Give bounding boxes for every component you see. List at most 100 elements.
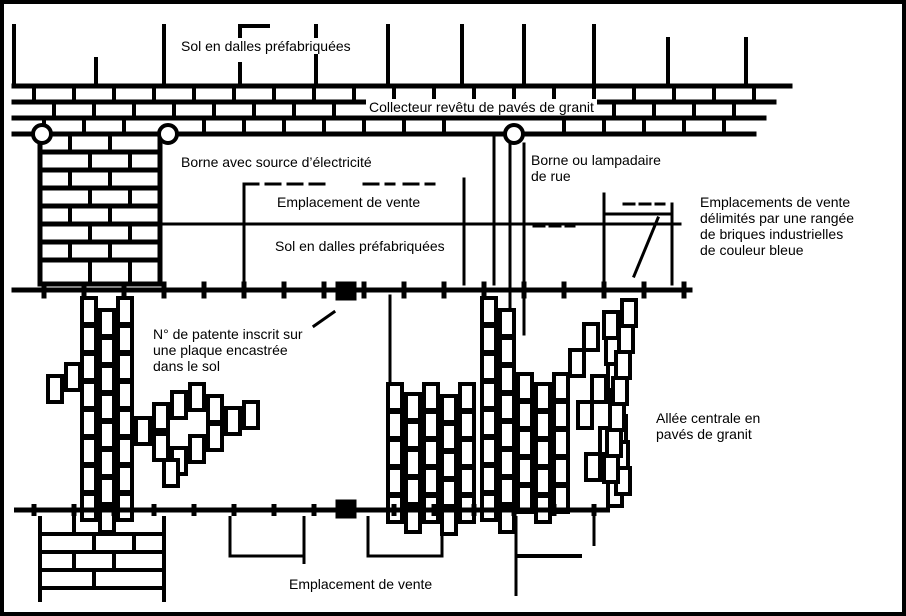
paving-brick [188, 434, 206, 464]
paving-brick [498, 308, 516, 338]
paving-brick [590, 374, 608, 404]
paving-brick [386, 382, 404, 412]
paving-brick [80, 492, 98, 522]
paving-brick [552, 400, 570, 430]
paving-brick [458, 466, 476, 496]
paving-brick [116, 296, 134, 326]
paving-brick [534, 438, 552, 468]
paving-brick [480, 408, 498, 438]
paving-brick [584, 452, 602, 482]
label-stall-markers-line-2: délimités par une rangée [700, 210, 855, 226]
paving-brick [422, 382, 440, 412]
paving-brick [46, 374, 64, 404]
paving-brick [614, 350, 632, 380]
paving-brick [98, 448, 116, 478]
label-central-alley-line-2: pavés de granit [656, 426, 752, 442]
paving-brick [80, 352, 98, 382]
paving-brick [162, 458, 180, 488]
paving-brick [64, 362, 82, 392]
label-stall-markers-line-3: de briques industrielles [700, 226, 844, 242]
paving-brick [152, 432, 170, 462]
paving-brick [480, 492, 498, 522]
label-licence-plate-line-1: N° de patente inscrit sur [153, 326, 303, 342]
paving-brick [611, 376, 629, 406]
paving-brick [152, 402, 170, 432]
paving-brick [458, 438, 476, 468]
paving-brick [116, 352, 134, 382]
paving-brick [617, 324, 635, 354]
paving-brick [605, 428, 623, 458]
paving-brick [404, 420, 422, 450]
label-stall-markers-line-1: Emplacements de vente [700, 194, 851, 210]
label-electric-post: Borne avec source d’électricité [178, 154, 375, 170]
paving-brick [440, 422, 458, 452]
paving-brick [80, 380, 98, 410]
paving-brick [188, 382, 206, 412]
central-alley-paving [46, 296, 638, 536]
middle-rail [11, 281, 693, 301]
paving-brick [242, 400, 260, 430]
paving-brick [480, 324, 498, 354]
label-central-alley: Allée centrale en pavés de granit [656, 410, 760, 442]
paving-brick [386, 410, 404, 440]
paving-brick [458, 382, 476, 412]
paving-brick [516, 456, 534, 486]
paving-brick [386, 438, 404, 468]
paving-brick [80, 324, 98, 354]
paving-brick [534, 466, 552, 496]
paving-brick [116, 492, 134, 522]
paving-brick [552, 428, 570, 458]
paving-brick [116, 408, 134, 438]
label-licence-plate-line-2: une plaque encastrée [153, 342, 288, 358]
paving-brick [404, 448, 422, 478]
label-stall-markers-line-4: de couleur bleue [700, 242, 804, 258]
paving-brick [480, 352, 498, 382]
upper-stall-block [158, 132, 682, 336]
paving-brick [498, 448, 516, 478]
paving-brick [440, 450, 458, 480]
paving-brick [80, 436, 98, 466]
paving-brick [498, 336, 516, 366]
label-licence-plate-line-3: dans le sol [153, 358, 220, 374]
paving-brick [516, 428, 534, 458]
paving-brick [80, 464, 98, 494]
paving-brick [404, 476, 422, 506]
paving-brick [80, 296, 98, 326]
paving-brick [98, 336, 116, 366]
paving-brick [498, 392, 516, 422]
paving-brick [98, 420, 116, 450]
paving-brick [440, 478, 458, 508]
paving-brick [568, 348, 586, 378]
electric-post-markers [31, 123, 525, 145]
label-mid-floor: Sol en dalles préfabriquées [272, 238, 448, 254]
paving-brick [552, 372, 570, 402]
paving-brick [480, 436, 498, 466]
paving-brick [576, 400, 594, 430]
paving-brick [498, 476, 516, 506]
paving-brick [170, 390, 188, 420]
paving-brick [498, 420, 516, 450]
paving-brick [602, 454, 620, 484]
label-street-lamp-line-2: de rue [531, 168, 571, 184]
paving-brick [422, 466, 440, 496]
paving-brick [98, 308, 116, 338]
paving-brick [80, 408, 98, 438]
paving-brick [116, 464, 134, 494]
paving-brick [534, 382, 552, 412]
label-central-alley-line-1: Allée centrale en [656, 410, 761, 426]
label-street-lamp-line-1: Borne ou lampadaire [531, 152, 661, 168]
paving-brick [404, 392, 422, 422]
paving-brick [224, 406, 242, 436]
paving-brick [480, 296, 498, 326]
lower-rail [14, 499, 610, 519]
label-street-lamp: Borne ou lampadaire de rue [528, 152, 664, 184]
paving-brick [516, 400, 534, 430]
label-licence-plate: N° de patente inscrit sur une plaque enc… [150, 326, 306, 374]
paving-brick [458, 410, 476, 440]
paving-brick [134, 416, 152, 446]
paving-brick [602, 310, 620, 340]
paving-brick [206, 394, 224, 424]
paving-brick [516, 372, 534, 402]
paving-brick [480, 464, 498, 494]
